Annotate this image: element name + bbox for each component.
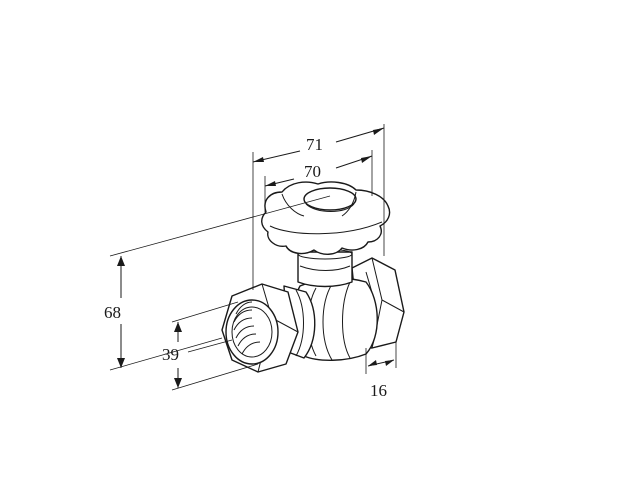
valve-illustration	[221, 181, 405, 373]
dimension-label-39: 39	[162, 345, 179, 364]
valve-body	[292, 277, 378, 361]
dimension-label-68: 68	[104, 303, 121, 322]
left-hex-nut	[221, 283, 316, 373]
dimension-label-16: 16	[370, 381, 387, 400]
handle-knob	[261, 181, 391, 255]
dimension-label-70: 70	[304, 162, 321, 181]
dimension-70-line	[264, 155, 373, 187]
dimension-71-line	[252, 127, 385, 163]
dimension-lines: 71 70 68 39 16	[104, 124, 397, 400]
dimension-label-71: 71	[306, 135, 323, 154]
dimension-39-line	[171, 301, 259, 391]
dimension-16-line	[365, 342, 397, 374]
dimension-68-line	[109, 195, 331, 371]
